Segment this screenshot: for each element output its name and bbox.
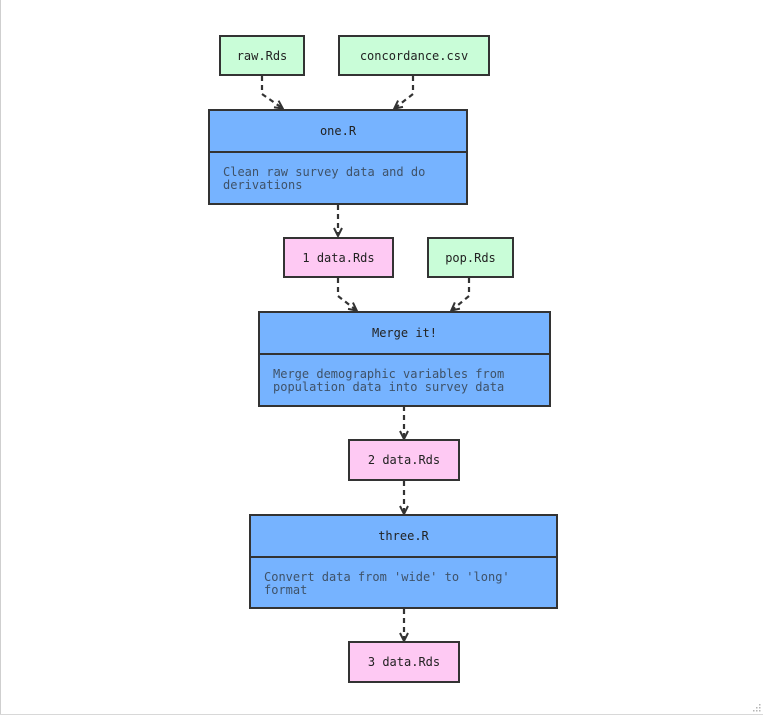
pop-rds-label: pop.Rds (445, 250, 496, 265)
merge-description: Merge demographic variables from populat… (273, 367, 505, 394)
data2-rds-node[interactable]: 2 data.Rds (348, 439, 460, 481)
one-r-title: one.R (210, 111, 466, 153)
edge-data1-to-merge (336, 278, 356, 310)
merge-title: Merge it! (260, 313, 549, 355)
window-left-border (0, 0, 1, 715)
raw-rds-label: raw.Rds (236, 48, 288, 63)
three-r-step-node[interactable]: three.R Convert data from 'wide' to 'lon… (249, 514, 558, 609)
three-r-description: Convert data from 'wide' to 'long' forma… (264, 570, 510, 597)
edge-concordance-to-one (395, 76, 415, 108)
concordance-csv-label: concordance.csv (359, 48, 469, 63)
pop-rds-node[interactable]: pop.Rds (427, 237, 514, 278)
merge-step-node[interactable]: Merge it! Merge demographic variables fr… (258, 311, 551, 407)
edge-pop-to-merge (452, 278, 471, 310)
data1-rds-node[interactable]: 1 data.Rds (283, 237, 394, 278)
resize-grip-icon[interactable] (751, 702, 761, 712)
data3-rds-label: 3 data.Rds (367, 655, 441, 669)
data2-rds-label: 2 data.Rds (367, 453, 441, 467)
concordance-csv-node[interactable]: concordance.csv (338, 35, 490, 76)
data3-rds-node[interactable]: 3 data.Rds (348, 641, 460, 683)
three-r-title: three.R (251, 516, 556, 558)
edge-raw-to-one (260, 76, 282, 108)
data1-rds-label: 1 data.Rds (302, 250, 375, 265)
raw-rds-node[interactable]: raw.Rds (219, 35, 305, 76)
one-r-step-node[interactable]: one.R Clean raw survey data and do deriv… (208, 109, 468, 205)
one-r-description: Clean raw survey data and do derivations (223, 165, 426, 192)
